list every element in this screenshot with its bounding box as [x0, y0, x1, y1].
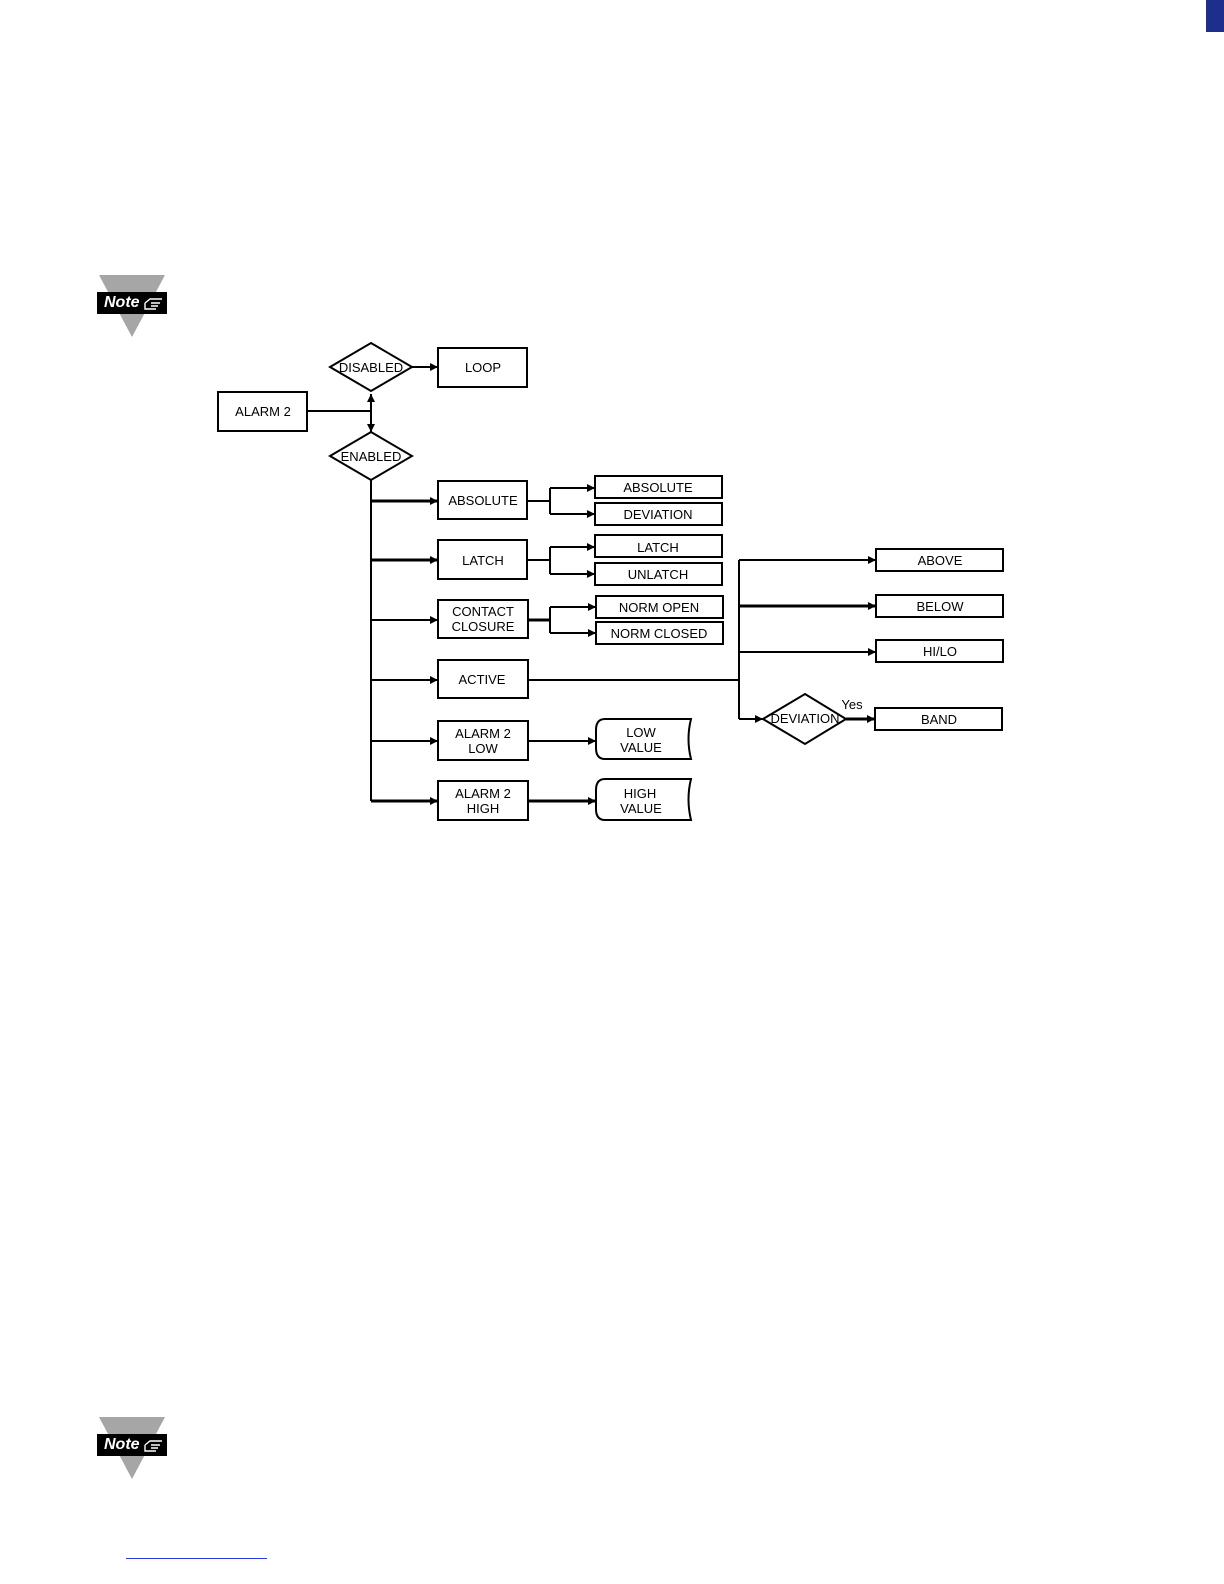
- loop-label: LOOP: [465, 360, 501, 375]
- absolute-label: ABSOLUTE: [448, 493, 518, 508]
- disabled-label: DISABLED: [339, 360, 403, 375]
- alarm-high-line2: HIGH: [467, 801, 500, 816]
- low-value-line1: LOW: [626, 725, 656, 740]
- active-label: ACTIVE: [459, 672, 506, 687]
- hi-lo-label: HI/LO: [923, 644, 957, 659]
- closure-label: CLOSURE: [452, 619, 515, 634]
- unlatch-option-label: UNLATCH: [628, 567, 688, 582]
- deviation-option-label: DEVIATION: [623, 507, 692, 522]
- alarm-2-label: ALARM 2: [235, 404, 291, 419]
- alarm-low-line1: ALARM 2: [455, 726, 511, 741]
- latch-option-label: LATCH: [637, 540, 679, 555]
- norm-open-label: NORM OPEN: [619, 600, 699, 615]
- below-label: BELOW: [917, 599, 965, 614]
- contact-label: CONTACT: [452, 604, 514, 619]
- yes-label: Yes: [841, 697, 863, 712]
- alarm-high-line1: ALARM 2: [455, 786, 511, 801]
- norm-closed-label: NORM CLOSED: [611, 626, 708, 641]
- alarm-low-line2: LOW: [468, 741, 498, 756]
- absolute-option-label: ABSOLUTE: [623, 480, 693, 495]
- low-value-line2: VALUE: [620, 740, 662, 755]
- high-value-line2: VALUE: [620, 801, 662, 816]
- enabled-label: ENABLED: [341, 449, 402, 464]
- deviation-label: DEVIATION: [770, 711, 839, 726]
- above-label: ABOVE: [918, 553, 963, 568]
- band-label: BAND: [921, 712, 957, 727]
- latch-label: LATCH: [462, 553, 504, 568]
- footer-link-underline[interactable]: [126, 1558, 267, 1559]
- high-value-line1: HIGH: [624, 786, 657, 801]
